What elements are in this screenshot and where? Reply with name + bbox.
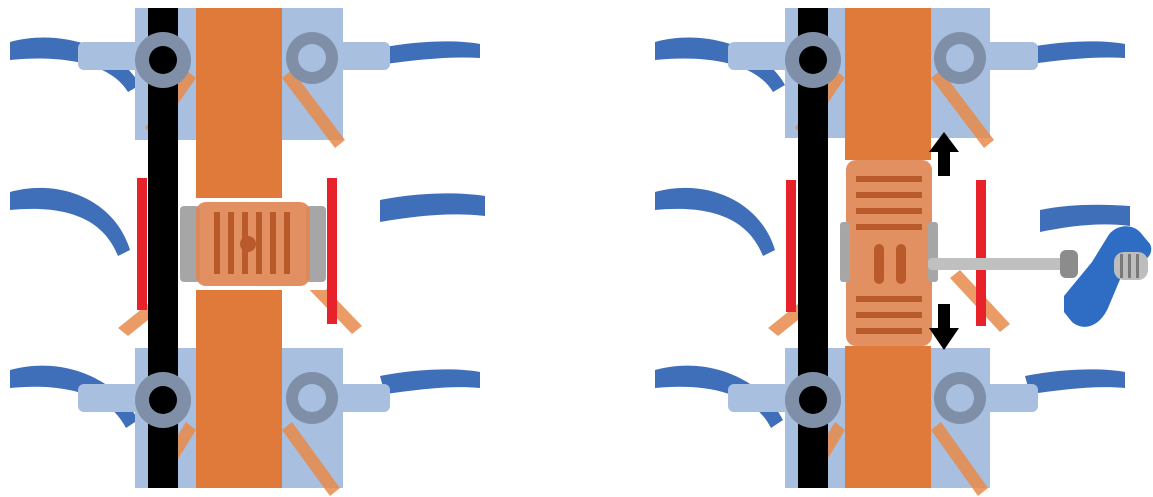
endplate-marker-left: [137, 178, 147, 310]
endplate-marker-left: [786, 180, 796, 312]
nerve-curve: [380, 193, 485, 222]
oblique-process: [282, 422, 340, 496]
panel-after: [655, 8, 1152, 496]
oblique-process: [931, 422, 988, 496]
inserter-tool: [928, 226, 1152, 327]
nerve-curve: [655, 37, 785, 92]
pedicle-arm: [78, 42, 148, 70]
pedicle-arm: [978, 384, 1038, 412]
pedicle-arm: [978, 42, 1038, 70]
interbody-cage-collapsed: [178, 198, 326, 290]
nerve-curve: [380, 369, 480, 394]
endplate-marker-right: [327, 178, 337, 324]
nerve-curve: [1040, 204, 1130, 232]
screw-head: [785, 372, 841, 428]
arrow-down-icon: [929, 304, 959, 350]
screw-head: [934, 32, 986, 84]
nerve-curves: [10, 37, 485, 428]
nerve-curve: [655, 187, 775, 256]
arrow-up-icon: [929, 132, 959, 176]
pedicle-arm: [330, 384, 390, 412]
screw-head: [135, 372, 191, 428]
nerve-curve: [1025, 369, 1125, 394]
tool-knob: [1114, 252, 1148, 280]
nerve-curve: [10, 37, 140, 92]
pedicle-arm: [330, 42, 390, 70]
nerve-curve: [655, 365, 783, 428]
oblique-process: [282, 70, 345, 148]
oblique-process: [931, 70, 994, 148]
nerve-curve: [10, 365, 138, 428]
screw-head: [286, 372, 338, 424]
endplate-marker-right: [976, 180, 986, 326]
interbody-cage-expanded: [840, 160, 938, 346]
tool-handle: [1064, 226, 1152, 327]
screw-head: [286, 32, 338, 84]
screw-head: [934, 372, 986, 424]
nerve-curve: [10, 187, 130, 256]
tool-shaft: [928, 258, 1068, 270]
nerve-curves: [655, 37, 1130, 428]
nerve-curve: [380, 41, 480, 64]
pedicle-arm: [78, 384, 148, 412]
nerve-curve: [1025, 41, 1125, 64]
panel-before: [10, 8, 485, 496]
screw-head: [135, 32, 191, 88]
pedicle-arm: [728, 42, 798, 70]
pedicle-arm: [728, 384, 798, 412]
screw-head: [785, 32, 841, 88]
